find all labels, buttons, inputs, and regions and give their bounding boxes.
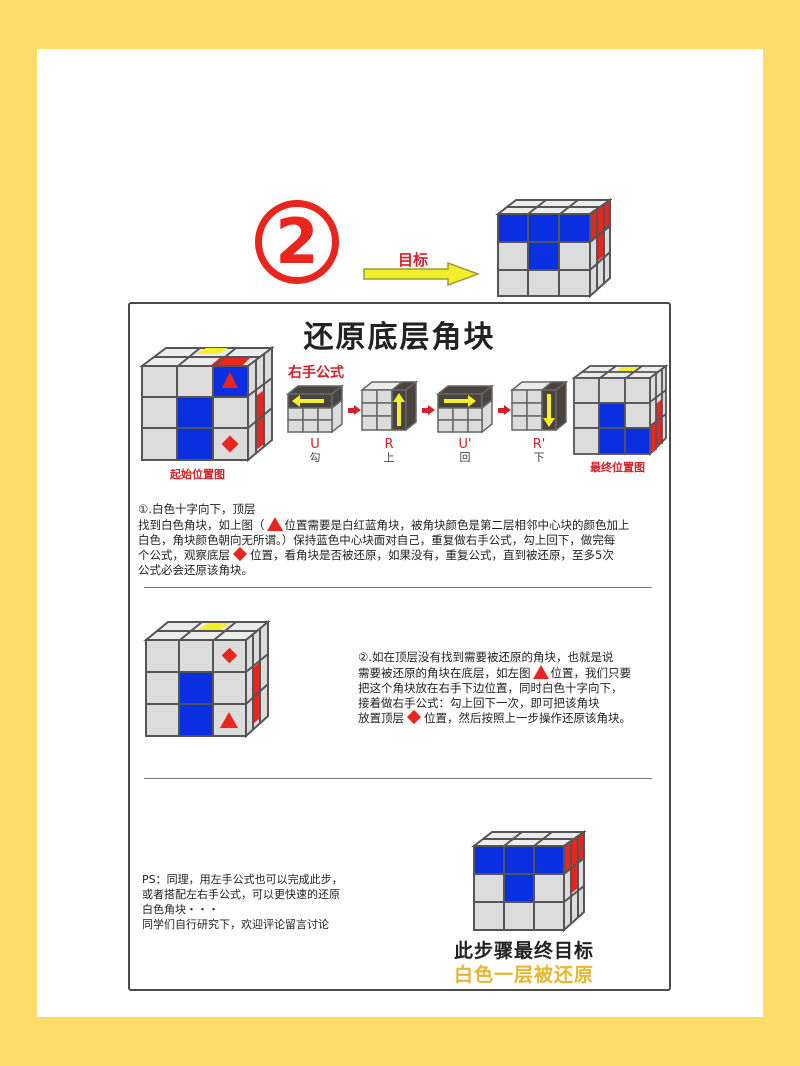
- arrow-right-icon: [444, 395, 476, 407]
- arrow-up-icon: [393, 393, 405, 426]
- final-goal-cube-icon: [471, 830, 586, 933]
- formula-label: 右手公式: [288, 365, 344, 381]
- start-position-cube-icon: [139, 346, 274, 462]
- arrow-left-icon: [292, 395, 324, 407]
- step-number-badge: 2: [255, 200, 339, 284]
- move-u-prime-cube-icon: [436, 384, 494, 434]
- step-arrow-icon: [348, 405, 361, 415]
- step-arrow-icon: [422, 405, 435, 415]
- section2-cube-icon: [143, 619, 270, 739]
- panel-title: 还原底层角块: [303, 320, 496, 355]
- triangle-marker-icon: [222, 372, 238, 388]
- goal-label: 目标: [398, 251, 429, 269]
- move-r-cube-icon: [360, 380, 418, 432]
- final-position-cube-icon: [572, 364, 668, 456]
- section1-text: ①.白色十字向下，顶层 找到白色角块，如上图（位置需要是白红蓝角块，被角块颜色是…: [138, 502, 630, 577]
- start-caption: 起始位置图: [170, 468, 225, 481]
- divider: [144, 587, 652, 588]
- goal-cube-icon: [495, 198, 612, 299]
- triangle-marker-icon: [220, 712, 238, 728]
- final-goal-title: 此步骤最终目标: [454, 940, 595, 962]
- ps-note: PS：同理，用左手公式也可以完成此步， 或者搭配左右手公式，可以更快速的还原 白…: [142, 873, 343, 931]
- diamond-marker-icon: [232, 546, 248, 562]
- move-label-u-prime: U'回: [458, 437, 472, 464]
- move-label-r-prime: R'下: [532, 437, 546, 464]
- final-goal-subtitle: 白色一层被还原: [454, 964, 595, 986]
- goal-arrow-icon: [363, 262, 481, 286]
- triangle-marker-icon: [266, 517, 283, 531]
- end-caption: 最终位置图: [590, 461, 645, 474]
- section2-text: ②.如在顶层没有找到需要被还原的角块，也就是说 需要被还原的角块在底层，如左图位…: [358, 650, 631, 725]
- move-r-prime-cube-icon: [510, 380, 568, 432]
- instruction-panel: 还原底层角块 起始位置图 右手公式: [128, 302, 671, 991]
- arrow-down-icon: [543, 394, 555, 427]
- move-u-cube-icon: [286, 384, 344, 434]
- diamond-marker-icon: [406, 709, 422, 725]
- triangle-marker-icon: [532, 665, 549, 679]
- divider: [144, 778, 652, 779]
- step-arrow-icon: [498, 405, 511, 415]
